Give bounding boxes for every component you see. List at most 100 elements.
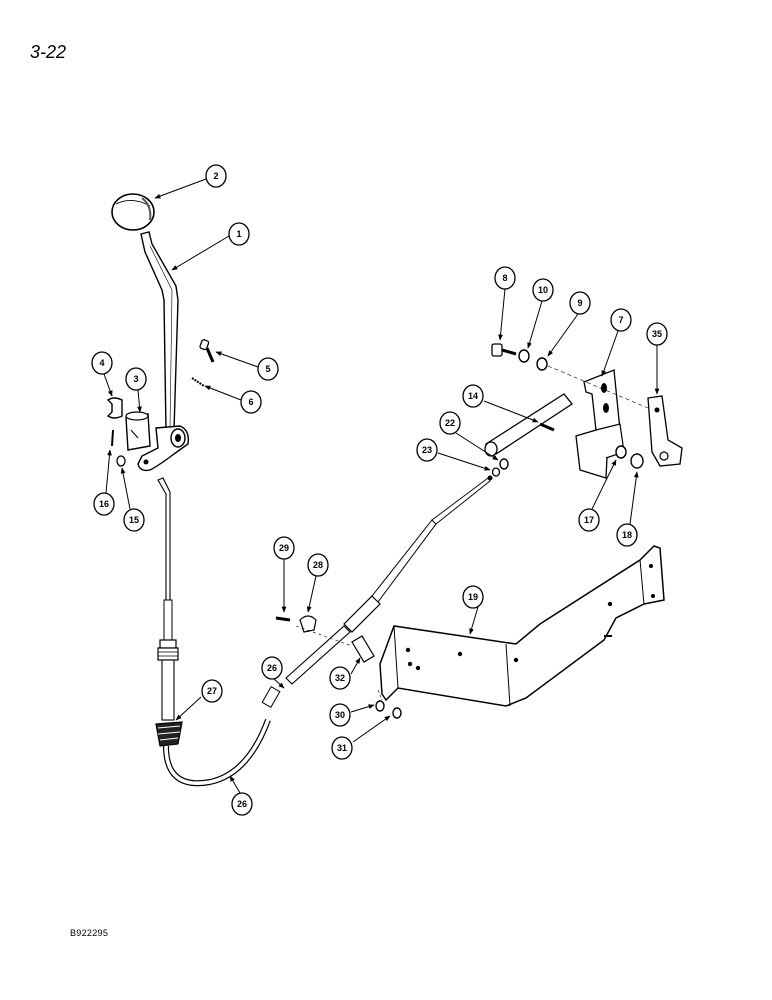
callout-5: 5	[257, 357, 279, 381]
shift-plate-35	[647, 395, 683, 467]
callout-label: 4	[99, 358, 104, 368]
callout-17: 17	[578, 508, 600, 532]
callout-bubble	[646, 322, 668, 346]
callout-2: 2	[205, 164, 227, 188]
nut-23	[491, 467, 501, 477]
washer-15	[116, 455, 126, 467]
callout-26: 26	[261, 656, 283, 680]
callout-label: 17	[584, 515, 594, 525]
callout-bubble	[125, 367, 147, 391]
callout-31: 31	[331, 736, 353, 760]
callout-label: 18	[622, 530, 632, 540]
shift-lever	[137, 231, 190, 472]
callout-label: 3	[133, 374, 138, 384]
callout-bubble	[205, 164, 227, 188]
callout-bubble	[439, 411, 461, 435]
nut-17	[615, 445, 627, 459]
callout-label: 27	[207, 686, 217, 696]
callout-bubble	[261, 656, 283, 680]
callout-bubble	[257, 357, 279, 381]
cable-grommet	[155, 721, 183, 747]
shift-knob	[111, 193, 155, 231]
callout-bubble	[462, 585, 484, 609]
callout-18: 18	[616, 523, 638, 547]
bushing	[125, 411, 151, 451]
callout-bubble	[91, 351, 113, 375]
callout-label: 22	[445, 418, 455, 428]
callout-label: 26	[237, 799, 247, 809]
nut-30	[375, 700, 385, 712]
nut-18	[630, 453, 644, 469]
nut-9	[536, 357, 548, 371]
callout-30: 30	[329, 703, 351, 727]
callout-19: 19	[462, 585, 484, 609]
callout-bubble	[329, 703, 351, 727]
callout-label: 19	[468, 592, 478, 602]
callout-label: 28	[313, 560, 323, 570]
drawing-code: B922295	[70, 928, 109, 938]
callout-27: 27	[201, 679, 223, 703]
callout-layer: 2156431615810973514222317182928192632273…	[91, 164, 668, 816]
cable-strap	[351, 635, 375, 663]
callout-8: 8	[494, 266, 516, 290]
callout-14: 14	[462, 384, 484, 408]
callout-6: 6	[240, 390, 262, 414]
callout-28: 28	[307, 553, 329, 577]
callout-bubble	[416, 438, 438, 462]
callout-label: 31	[337, 743, 347, 753]
retaining-clip	[106, 397, 123, 419]
callout-4: 4	[91, 351, 113, 375]
callout-10: 10	[532, 278, 554, 302]
cable-clamp	[299, 615, 317, 633]
callout-1: 1	[228, 222, 250, 246]
pin-16	[111, 429, 114, 447]
callout-15: 15	[123, 508, 145, 532]
callout-29: 29	[273, 536, 295, 560]
callout-32: 32	[329, 666, 351, 690]
callout-label: 30	[335, 710, 345, 720]
callout-label: 29	[279, 543, 289, 553]
callout-label: 14	[468, 391, 478, 401]
callout-label: 1	[236, 229, 241, 239]
callout-label: 15	[129, 515, 139, 525]
cable-end-sleeve	[261, 686, 281, 708]
callout-bubble	[494, 266, 516, 290]
callout-bubble	[616, 523, 638, 547]
callout-label: 26	[267, 663, 277, 673]
callout-7: 7	[610, 308, 632, 332]
callout-bubble	[578, 508, 600, 532]
callout-label: 8	[502, 273, 507, 283]
callout-bubble	[307, 553, 329, 577]
callout-bubble	[462, 384, 484, 408]
callout-label: 23	[422, 445, 432, 455]
callout-label: 32	[335, 673, 345, 683]
callout-bubble	[228, 222, 250, 246]
linkage-bracket	[575, 369, 625, 479]
callout-35: 35	[646, 322, 668, 346]
leader-lines	[103, 178, 660, 794]
callout-16: 16	[93, 492, 115, 516]
nut-31	[392, 707, 402, 719]
callout-label: 10	[538, 285, 548, 295]
support-bracket	[379, 545, 665, 707]
pivot-shaft	[484, 393, 573, 457]
callout-bubble	[123, 508, 145, 532]
lockwasher-10	[518, 349, 530, 363]
page-number: 3-22	[30, 42, 67, 62]
callout-26: 26	[231, 792, 253, 816]
callout-bubble	[93, 492, 115, 516]
callout-bubble	[532, 278, 554, 302]
callout-bubble	[569, 291, 591, 315]
screw-6	[191, 377, 205, 387]
nut-22	[499, 458, 509, 470]
callout-bubble	[240, 390, 262, 414]
callout-22: 22	[439, 411, 461, 435]
callout-bubble	[273, 536, 295, 560]
callout-3: 3	[125, 367, 147, 391]
callout-label: 9	[577, 298, 582, 308]
bolt-5	[199, 339, 215, 363]
callout-9: 9	[569, 291, 591, 315]
shift-rod	[157, 477, 179, 721]
cable-rod-upper	[285, 475, 493, 685]
